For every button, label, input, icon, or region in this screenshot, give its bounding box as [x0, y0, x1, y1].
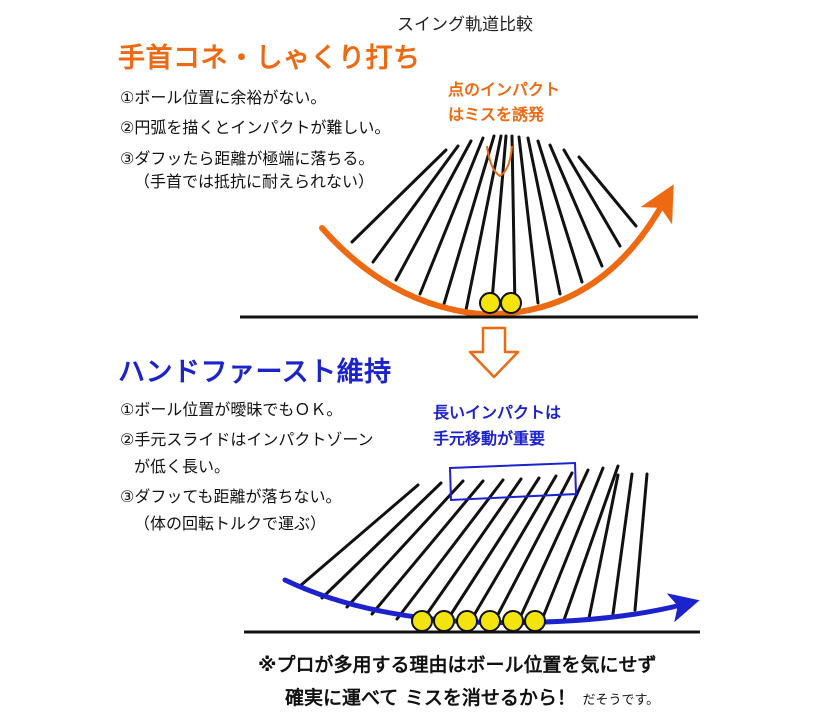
top-shaft-lines [350, 134, 638, 314]
top-ball-2 [500, 292, 522, 314]
top-swing-arc [319, 184, 674, 318]
section2-annotation-line1: 長いインパクトは [433, 403, 562, 422]
bottom-ball-5 [502, 610, 524, 632]
bottom-shaft-lines [298, 464, 649, 624]
footer-line1: ※プロが多用する理由はボール位置を気にせず [258, 654, 657, 676]
section2-item-3: が低く長い。 [134, 457, 231, 476]
section2-annotation-line2: 手元移動が重要 [433, 429, 546, 448]
bottom-ball-2 [433, 610, 455, 632]
section1-item-4: （手首では抵抗に耐えられない） [134, 172, 375, 191]
long-impact-zone-box [448, 461, 578, 502]
diagram-title: スイング軌道比較 [397, 15, 533, 35]
transition-arrow [468, 326, 520, 379]
section1-heading: 手首コネ・しゃくり打ち [118, 43, 421, 74]
impact-point-marker [486, 145, 513, 178]
section1-annotation-line2: はミスを誘発 [448, 105, 545, 124]
top-ball-1 [479, 292, 501, 314]
section2-item-2: ②手元スライドはインパクトゾーン [120, 430, 374, 449]
section1-item-3: ③ダフッたら距離が極端に落ちる。 [120, 149, 375, 168]
section1-item-2: ②円弧を描くとインパクトが難しい。 [120, 118, 391, 137]
footer-line2-main: 確実に運べて ミスを消せるから！ [285, 687, 576, 709]
section1-item-1: ①ボール位置に余裕がない。 [120, 88, 327, 107]
section2-item-4: ③ダフッても距離が落ちない。 [120, 487, 342, 506]
section2-item-5: （体の回転トルクで運ぶ） [134, 514, 327, 533]
footer-line2-small: だそうです。 [582, 693, 660, 708]
bottom-ball-3 [456, 610, 478, 632]
section2-item-1: ①ボール位置が曖昧でもＯＫ。 [120, 400, 343, 419]
section2-heading: ハンドファースト維持 [118, 357, 392, 388]
bottom-ball-6 [524, 610, 546, 632]
section1-annotation-line1: 点のインパクト [448, 80, 561, 99]
bottom-ball-1 [411, 610, 433, 632]
footer-line2: 確実に運べて ミスを消せるから！ だそうです。 [285, 683, 659, 710]
bottom-ball-4 [479, 610, 501, 632]
